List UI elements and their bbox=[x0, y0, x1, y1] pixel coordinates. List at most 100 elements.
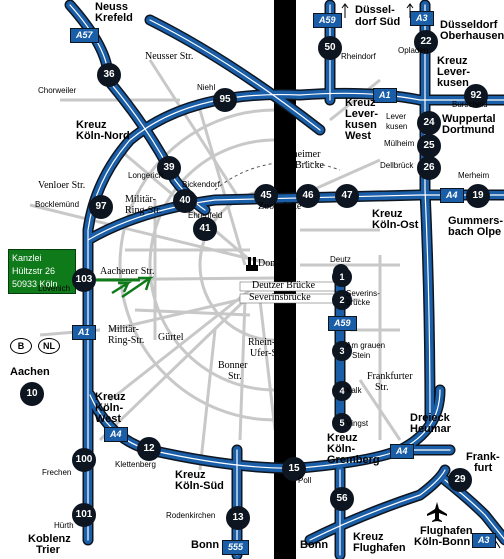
label-bonner1: Bonner bbox=[218, 360, 248, 371]
label-mil2a: Militär- bbox=[108, 324, 139, 335]
office-name: Kanzlei bbox=[12, 253, 42, 263]
exit-s1: 1 bbox=[332, 267, 352, 287]
label-bonner2: Str. bbox=[228, 371, 242, 382]
label-mhb2: Brücke bbox=[295, 160, 324, 171]
exit-95: 95 bbox=[213, 88, 237, 112]
label-kkn2: Köln-Nord bbox=[76, 130, 130, 142]
road-shield-555: 555 bbox=[222, 540, 250, 555]
label-kl1: Kreuz bbox=[437, 55, 468, 67]
label-kkn1: Kreuz bbox=[76, 119, 107, 131]
label-mulheim: Mülheim bbox=[384, 139, 415, 148]
exit-46: 46 bbox=[296, 184, 320, 208]
label-aachener: Aachener Str. bbox=[100, 266, 155, 277]
label-dh2: Heumar bbox=[410, 423, 451, 435]
label-ff2: furt bbox=[474, 462, 493, 474]
label-dus1: Düssel- bbox=[355, 4, 395, 16]
label-dob2: Oberhausen bbox=[440, 30, 504, 42]
label-kks2: Köln-Süd bbox=[175, 480, 224, 492]
label-wup2: Dortmund bbox=[442, 124, 495, 136]
exit-10: 10 bbox=[20, 382, 44, 406]
label-rheindorf: Rheindorf bbox=[341, 52, 376, 61]
label-fkb2: Köln-Bonn bbox=[414, 536, 471, 548]
exit-24: 24 bbox=[417, 111, 441, 135]
office-street: Hültzstr 26 bbox=[12, 266, 56, 276]
label-dus2: dorf Süd bbox=[355, 16, 401, 28]
label-dellbruck: Dellbrück bbox=[380, 161, 414, 170]
label-deutz: Deutz bbox=[330, 255, 351, 264]
label-kkg3: Gremberg bbox=[327, 454, 380, 466]
label-opladen: Opladen bbox=[398, 46, 429, 55]
road-shield-a3-bottom: A3 bbox=[472, 533, 496, 548]
road-shield-a1-top: A1 bbox=[373, 88, 397, 103]
label-burscheid: Burscheid bbox=[452, 100, 488, 109]
label-frank2: Str. bbox=[375, 382, 389, 393]
label-wup1: Wuppertal bbox=[442, 113, 496, 125]
label-dh1: Dreieck bbox=[410, 412, 450, 424]
road-shield-a4-east: A4 bbox=[440, 188, 464, 203]
border-badge-nl: NL bbox=[38, 338, 60, 354]
label-bickendorf: Bickendorf bbox=[182, 180, 220, 189]
label-kf2: Flughafen bbox=[353, 542, 406, 554]
label-lev2: kusen bbox=[386, 122, 408, 131]
exit-26: 26 bbox=[417, 156, 441, 180]
label-klettenberg: Klettenberg bbox=[115, 460, 156, 469]
label-kkw3: West bbox=[95, 413, 122, 425]
label-kkg2: Köln- bbox=[327, 443, 356, 455]
label-kob2: Trier bbox=[36, 544, 60, 556]
label-bonn2: Bonn bbox=[300, 539, 329, 551]
label-severins: Severinsbrücke bbox=[249, 292, 311, 303]
label-venloer: Venloer Str. bbox=[38, 180, 86, 191]
label-kl3: kusen bbox=[437, 77, 469, 89]
exit-45: 45 bbox=[254, 184, 278, 208]
label-hurth: Hürth bbox=[54, 521, 74, 530]
exit-13: 13 bbox=[226, 506, 250, 530]
exit-22: 22 bbox=[414, 30, 438, 54]
exit-12: 12 bbox=[137, 437, 161, 461]
label-longerich: Longerich bbox=[128, 171, 164, 180]
label-sev2: brücke bbox=[346, 298, 371, 307]
label-kob1: Koblenz bbox=[28, 533, 71, 545]
label-gum1: Gummers- bbox=[448, 215, 504, 227]
label-frank1: Frankfurter bbox=[367, 371, 413, 382]
label-niehl: Niehl bbox=[197, 83, 216, 92]
label-mil2b: Ring-Str. bbox=[108, 335, 145, 346]
label-kks1: Kreuz bbox=[175, 469, 206, 481]
label-kf1: Kreuz bbox=[353, 531, 384, 543]
label-kl2: Lever- bbox=[437, 66, 471, 78]
label-rhein1: Rhein- bbox=[248, 337, 276, 348]
office-city: 50933 Köln bbox=[12, 279, 58, 289]
label-kkg1: Kreuz bbox=[327, 432, 358, 444]
label-lev1: Lever bbox=[386, 112, 407, 121]
label-ff1: Frank- bbox=[466, 451, 500, 463]
label-klw4: West bbox=[345, 130, 372, 142]
label-rodenkirchen: Rodenkirchen bbox=[166, 511, 216, 520]
route-arrow bbox=[96, 276, 155, 299]
label-gurtel: Gürtel bbox=[158, 332, 184, 343]
rhine-river bbox=[274, 0, 296, 559]
label-neuss: Neuss bbox=[95, 1, 129, 13]
label-kkw1: Kreuz bbox=[95, 391, 126, 403]
label-aachen: Aachen bbox=[10, 366, 50, 378]
road-shield-a57: A57 bbox=[70, 28, 99, 43]
label-mhb1: Mülheimer bbox=[276, 149, 321, 160]
label-deutzer: Deutzer Brücke bbox=[252, 280, 316, 291]
label-zoobrucke: Zoobrücke bbox=[258, 201, 302, 212]
exit-15: 15 bbox=[282, 457, 306, 481]
label-bocklemund: Bocklemünd bbox=[35, 200, 80, 209]
label-gum2: bach Olpe bbox=[448, 226, 502, 238]
label-kko1: Kreuz bbox=[372, 208, 403, 220]
label-fkb1: Flughafen bbox=[420, 525, 473, 537]
label-krefeld: Krefeld bbox=[95, 12, 133, 24]
label-kkw2: Köln- bbox=[95, 402, 124, 414]
exit-40: 40 bbox=[173, 189, 197, 213]
exit-56: 56 bbox=[330, 487, 354, 511]
road-shield-a59-top: A59 bbox=[313, 13, 342, 28]
border-badge-b: B bbox=[10, 338, 32, 354]
label-kalk: Kalk bbox=[346, 386, 362, 395]
exit-101: 101 bbox=[72, 503, 96, 527]
cathedral-icon bbox=[246, 257, 258, 271]
exit-50: 50 bbox=[318, 36, 342, 60]
exit-s4: 4 bbox=[332, 381, 352, 401]
